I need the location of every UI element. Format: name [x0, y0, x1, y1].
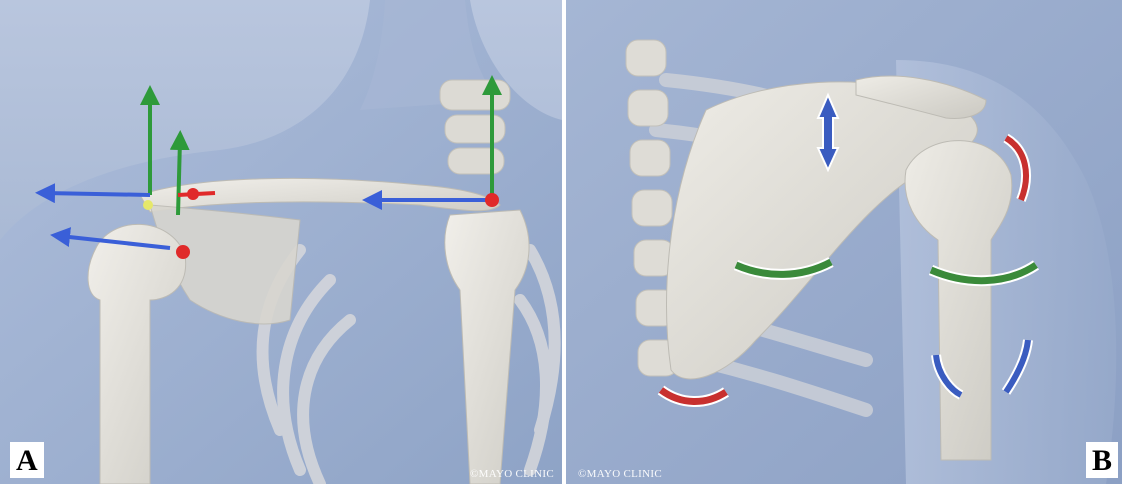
panel-label-a: A — [10, 442, 44, 478]
scapula-rotation-illustration — [566, 0, 1122, 484]
copyright-text: ©MAYO CLINIC — [470, 468, 554, 480]
shoulder-girdle-axes-illustration — [0, 0, 562, 484]
copyright-text: ©MAYO CLINIC — [578, 468, 662, 480]
panel-label-b: B — [1086, 442, 1118, 478]
panel-b-illustration: ©MAYO CLINIC B — [566, 0, 1122, 484]
panel-a-illustration: ©MAYO CLINIC A — [0, 0, 562, 484]
